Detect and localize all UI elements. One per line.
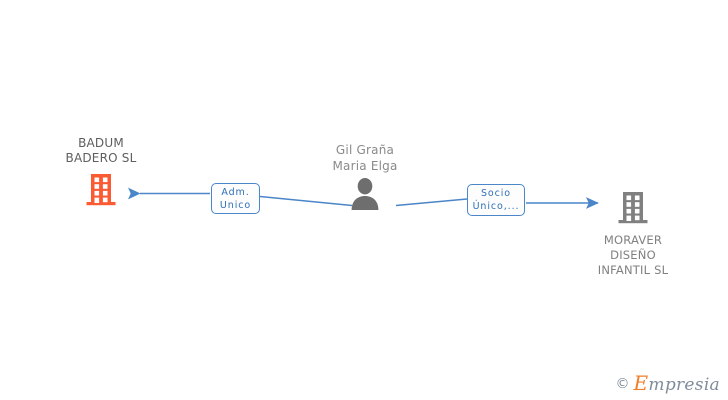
relation-badge-socio-unico[interactable]: Socio Único,... xyxy=(467,184,525,216)
building-icon-wrap xyxy=(36,172,166,210)
building-icon xyxy=(618,192,648,224)
building-icon xyxy=(86,174,116,206)
person-icon-wrap xyxy=(305,178,425,214)
copyright-icon: © xyxy=(615,375,630,392)
node-company-moraver[interactable]: MORAVER DISEÑO INFANTIL SL xyxy=(568,190,698,278)
company-label-moraver: MORAVER DISEÑO INFANTIL SL xyxy=(597,233,669,277)
node-company-badum[interactable]: BADUM BADERO SL xyxy=(36,136,166,210)
person-label: Gil Graña Maria Elga xyxy=(332,143,398,173)
relation-badge-adm-unico[interactable]: Adm. Unico xyxy=(211,183,260,214)
watermark-brand-rest: mpresia xyxy=(648,375,720,395)
watermark-brand-initial: E xyxy=(633,371,649,395)
building-icon-wrap xyxy=(568,190,698,228)
watermark: © Empresia xyxy=(616,373,721,394)
watermark-brand: Empresia xyxy=(634,373,721,394)
company-label-badum: BADUM BADERO SL xyxy=(65,136,137,165)
person-icon xyxy=(351,178,379,210)
node-person[interactable]: Gil Graña Maria Elga xyxy=(305,142,425,214)
